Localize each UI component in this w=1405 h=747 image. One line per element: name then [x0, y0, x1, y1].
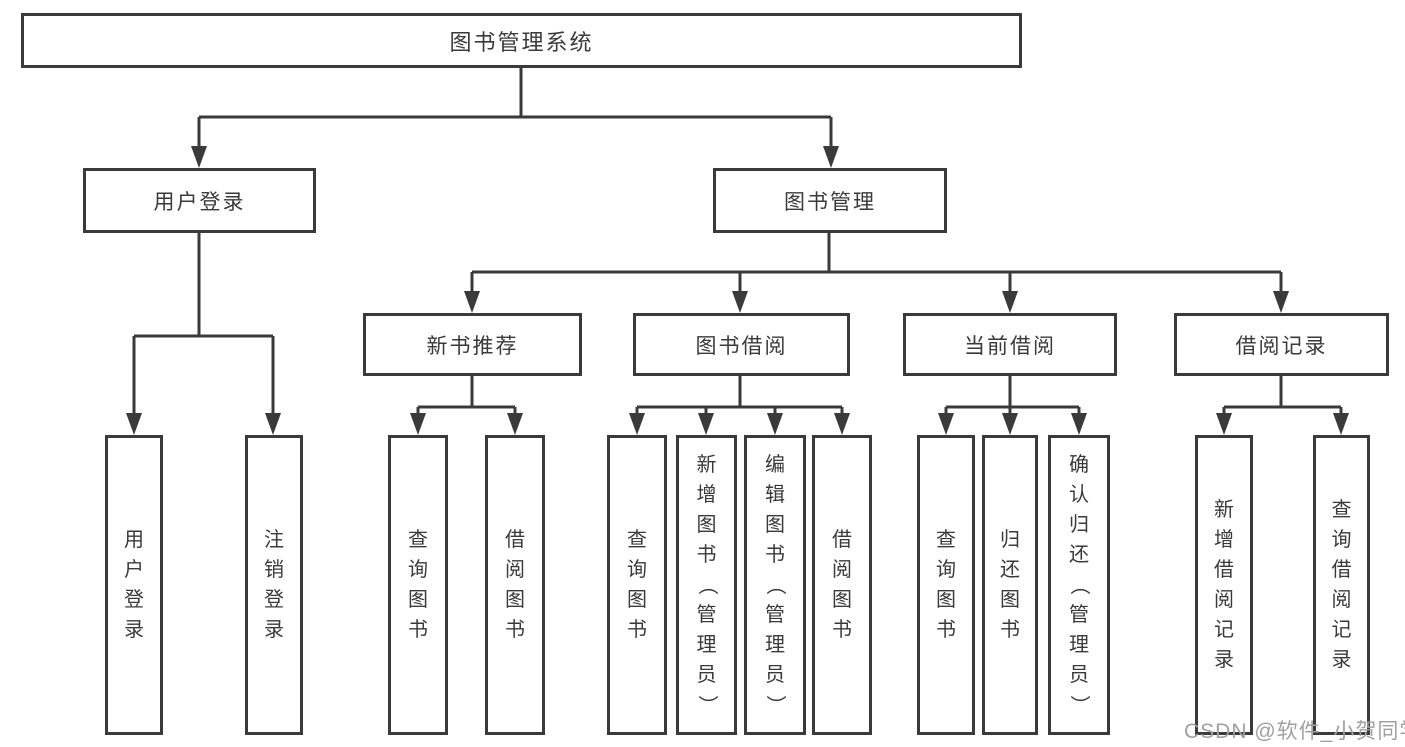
- leaf-return-books: 归还图书: [982, 435, 1038, 735]
- connector-paths: [132, 66, 1343, 416]
- leaf-query-books-current: 查询图书: [917, 435, 975, 735]
- node-current-borrow: 当前借阅: [903, 313, 1117, 376]
- leaf-query-books-borrow: 查询图书: [607, 435, 667, 735]
- leaf-borrow-books: 借阅图书: [812, 435, 872, 735]
- csdn-watermark: CSDN @软件_小贺同学: [1184, 720, 1405, 743]
- node-book-management: 图书管理: [713, 168, 947, 233]
- leaf-query-books-recommend: 查询图书: [388, 435, 448, 735]
- node-user-login: 用户登录: [83, 168, 316, 233]
- leaf-confirm-return-admin: 确认归还（管理员）: [1048, 435, 1110, 735]
- node-root-system: 图书管理系统: [21, 13, 1022, 68]
- node-book-borrow: 图书借阅: [633, 313, 850, 376]
- leaf-logout: 注销登录: [245, 435, 303, 735]
- leaf-add-borrow-record: 新增借阅记录: [1195, 435, 1253, 735]
- leaf-borrow-books-recommend: 借阅图书: [485, 435, 545, 735]
- arrowheads: [126, 146, 1349, 435]
- leaf-edit-books-admin: 编辑图书（管理员）: [744, 435, 806, 735]
- node-new-book-recommend: 新书推荐: [363, 313, 582, 376]
- leaf-add-books-admin: 新增图书（管理员）: [676, 435, 737, 735]
- leaf-user-login: 用户登录: [105, 435, 163, 735]
- leaf-query-borrow-record: 查询借阅记录: [1313, 435, 1370, 735]
- node-borrow-records: 借阅记录: [1174, 313, 1389, 376]
